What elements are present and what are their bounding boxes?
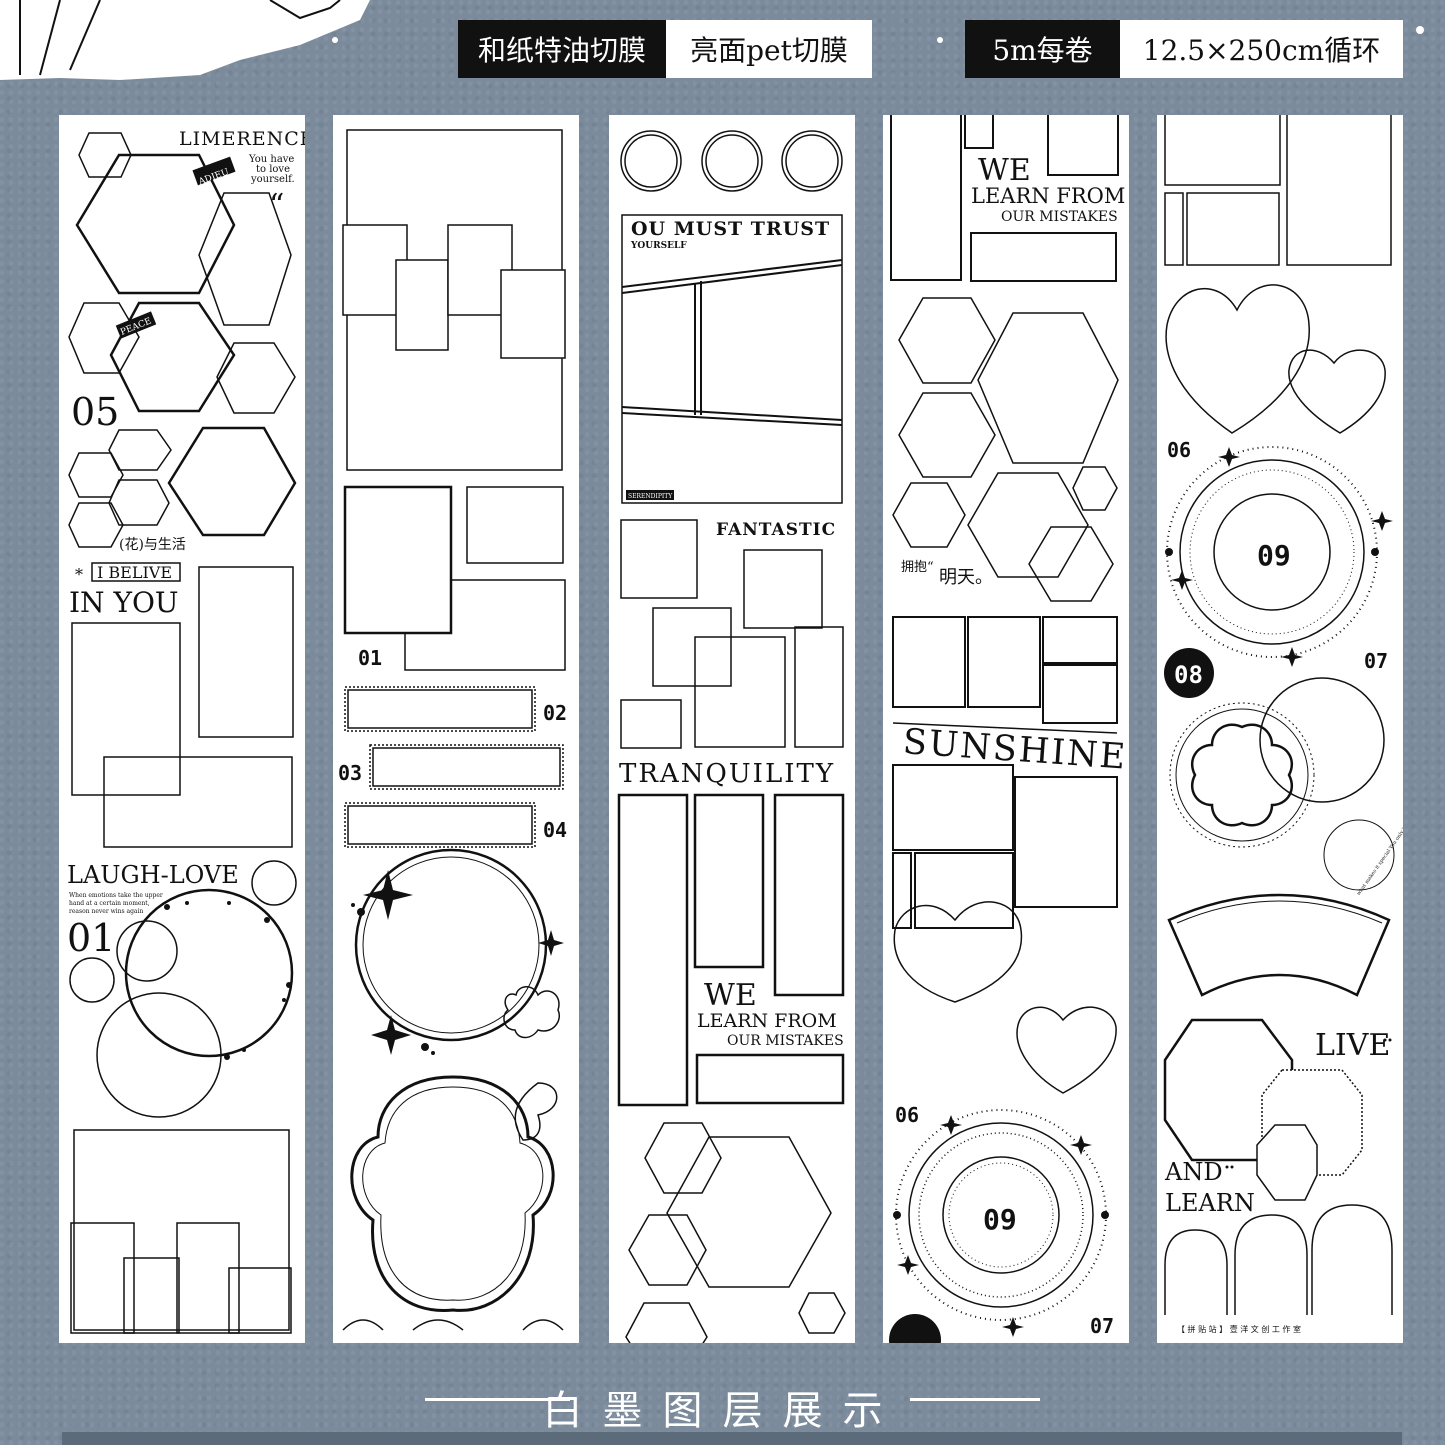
text-learn-from: LEARN FROM [697,1010,837,1032]
label-03: 03 [338,761,362,785]
text-yourself: YOURSELF [630,241,687,251]
text-credit: 【 拼 贴 站 】 壹 洋 文 创 工 作 室 [1177,1324,1301,1334]
label-09: 09 [983,1203,1017,1236]
label-07: 07 [1364,649,1388,673]
tag-size: 12.5×250cm循环 [1120,20,1403,78]
text-ring: what makes it special You only have one … [1356,789,1403,897]
text-small-3: reason never wins again [69,908,143,915]
tape-strip-4: WE LEARN FROM OUR MISTAKES 拥抱“ 明天。 SUNSH… [883,115,1129,1343]
text-small-2: hand at a certain moment, [69,900,150,907]
text-we: WE [978,153,1031,188]
label-09: 09 [1257,539,1291,572]
text-limerence: LIMERENCE [179,128,305,150]
text-trust: OU MUST TRUST [631,218,830,240]
label-07: 07 [1090,1314,1114,1338]
text-love-1: You have [248,154,294,165]
tag-length: 5m每卷 [965,20,1120,78]
bottom-bar [62,1432,1402,1445]
tape-strip-5: 06 09 08 07 what makes it special You on… [1157,115,1403,1343]
tape-strip-1: LIMERENCE ADIEU You have to love yoursel… [59,115,305,1343]
text-tomorrow: 明天。 [939,567,993,588]
text-serendipity: SERENDIPITY [628,493,673,500]
label-04: 04 [543,818,567,842]
label-08: 08 [1174,661,1203,689]
label-02: 02 [543,701,567,725]
text-01: 01 [67,916,115,960]
text-05: 05 [71,390,119,434]
text-flower-life: (花)与生活 [119,537,186,553]
text-mistakes: OUR MISTAKES [1001,209,1118,225]
text-tranquility: TRANQUILITY [619,759,835,789]
text-learn-from: LEARN FROM [971,184,1125,208]
text-i-belive: I BELIVE [97,563,172,582]
text-embrace: 拥抱“ [901,559,934,575]
tag-pet: 亮面pet切膜 [666,20,872,78]
label-06: 06 [1167,438,1191,462]
text-we: WE [704,978,757,1013]
footer-title: 白墨图层展示 [542,1388,903,1434]
text-love-2: to love [256,164,290,175]
tag-washi: 和纸特油切膜 [458,20,666,78]
footer: 白墨图层展示 [0,1370,1445,1434]
text-in-you: IN YOU [69,586,179,619]
tape-strip-2: 01 02 03 04 [333,115,579,1343]
text-mistakes: OUR MISTAKES [727,1033,844,1049]
text-small-1: When emotions take the upper [69,892,163,899]
text-star: * [75,565,83,584]
text-laugh-love: LAUGH-LOVE [67,861,239,889]
label-01: 01 [358,646,382,670]
footer-line-right [910,1398,1040,1401]
label-06: 06 [895,1103,919,1127]
tape-strip-3: SERENDIPITY OU MUST TRUST YOURSELF FANTA… [609,115,855,1343]
footer-line-left [425,1398,570,1401]
text-and: AND [1164,1158,1223,1186]
text-fantastic: FANTASTIC [716,520,836,540]
torn-paper-header [0,0,1424,80]
text-sunshine: SUNSHINE [902,722,1129,778]
text-quote: “ [269,188,284,223]
text-live: LIVE [1315,1028,1390,1063]
text-learn: LEARN [1165,1189,1255,1217]
text-love-3: yourself. [250,174,295,185]
